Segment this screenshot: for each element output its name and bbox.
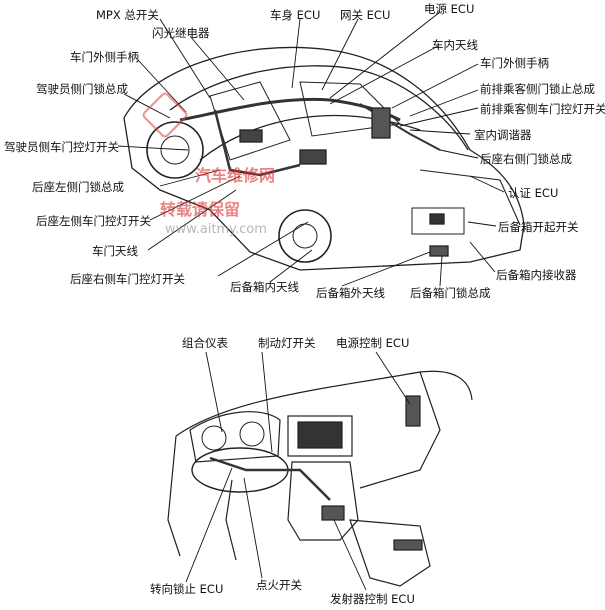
label-room-tuner: 室内调谐器 <box>474 128 532 142</box>
label-brake-switch: 制动灯开关 <box>258 336 316 350</box>
label-gateway-ecu: 网关 ECU <box>340 8 391 22</box>
label-front-pass-lock: 前排乘客侧门锁止总成 <box>480 82 595 96</box>
label-trunk-receiver: 后备箱内接收器 <box>496 268 577 282</box>
label-front-pass-courtesy-switch: 前排乘客侧车门控灯开关 <box>480 102 605 116</box>
watermark-url: www.aitmy.com <box>165 222 267 237</box>
label-indoor-antenna: 车内天线 <box>432 38 478 52</box>
label-rear-left-lock: 后座左侧门锁总成 <box>32 180 124 194</box>
dashboard-illustration <box>167 370 473 587</box>
label-rear-right-lock: 后座右侧门锁总成 <box>480 152 572 166</box>
label-combination-meter: 组合仪表 <box>182 336 228 350</box>
label-door-antenna: 车门天线 <box>92 244 138 258</box>
label-flasher-relay: 闪光继电器 <box>152 26 210 40</box>
label-driver-courtesy-switch: 驾驶员侧车门控灯开关 <box>4 140 119 154</box>
label-driver-door-lock: 驾驶员侧门锁总成 <box>36 82 128 96</box>
watermark-logo <box>140 86 328 140</box>
label-trunk-opener-switch: 后备箱开起开关 <box>498 220 579 234</box>
watermark-sub: 转载请保留 <box>160 200 241 219</box>
watermark-brand: 汽车维修网 <box>195 166 276 185</box>
label-cert-ecu: 认证 ECU <box>508 186 559 200</box>
label-body-ecu: 车身 ECU <box>270 8 321 22</box>
label-rear-left-courtesy-switch: 后座左侧车门控灯开关 <box>36 214 151 228</box>
label-trunk-outer-antenna: 后备箱外天线 <box>316 286 385 300</box>
label-ignition-switch: 点火开关 <box>256 578 302 592</box>
label-transponder-ecu: 发射器控制 ECU <box>330 592 415 606</box>
label-trunk-lock: 后备箱门锁总成 <box>410 286 491 300</box>
label-door-handle-left: 车门外侧手柄 <box>70 50 139 64</box>
car-illustration <box>123 46 525 271</box>
label-steering-lock-ecu: 转向锁止 ECU <box>150 582 224 596</box>
label-door-handle-right: 车门外侧手柄 <box>480 56 549 70</box>
car-leader-lines <box>117 11 505 287</box>
label-rear-right-courtesy-switch: 后座右侧车门控灯开关 <box>70 272 185 286</box>
label-mpx-switch: MPX 总开关 <box>96 8 159 22</box>
label-power-control-ecu: 电源控制 ECU <box>336 336 410 350</box>
label-power-ecu: 电源 ECU <box>424 2 475 16</box>
dash-leader-lines <box>185 351 411 591</box>
watermark-badge-icon <box>140 90 190 140</box>
label-trunk-inner-antenna: 后备箱内天线 <box>230 280 299 294</box>
